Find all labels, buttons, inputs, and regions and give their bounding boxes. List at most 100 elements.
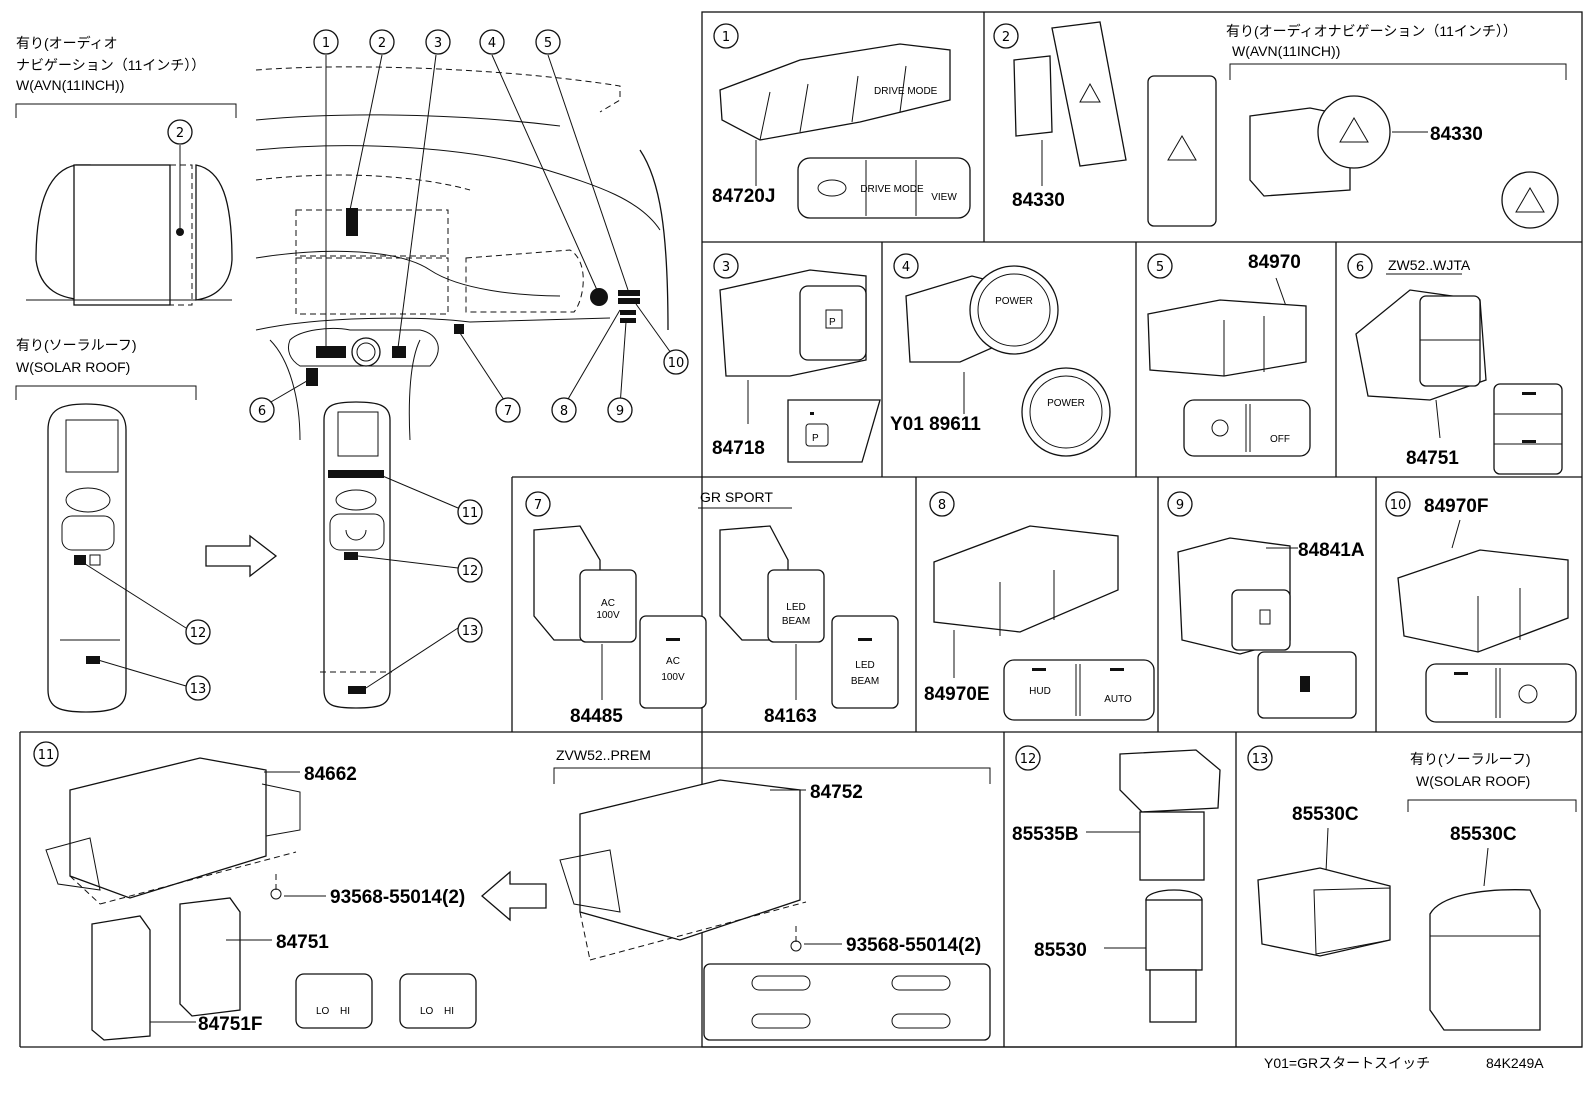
svg-text:13: 13: [1252, 752, 1269, 767]
callout-11: 11: [462, 506, 479, 521]
svg-text:100V: 100V: [661, 672, 685, 683]
svg-text:10: 10: [1390, 498, 1407, 513]
svg-text:POWER: POWER: [1047, 398, 1085, 409]
svg-text:9: 9: [1176, 498, 1184, 513]
part-85530C-a: 85530C: [1292, 804, 1359, 825]
svg-text:HI: HI: [444, 1006, 454, 1017]
callout-13: 13: [462, 624, 479, 639]
p6-note: ZW52..WJTA: [1388, 257, 1471, 273]
overview-callouts: 1 2 3 4 5 2 6 7 8 9 10 11 12 13 12 13: [167, 29, 689, 701]
callout-10: 10: [668, 356, 685, 371]
p13-note-jp: 有り(ソーラルーフ): [1410, 751, 1530, 767]
part-84485: 84485: [570, 706, 623, 727]
panel-1: 1 DRIVE MODE DRIVE MODE VIEW 84720J: [712, 23, 971, 219]
part-84970: 84970: [1248, 252, 1301, 273]
callout-7: 7: [504, 404, 512, 419]
svg-text:7: 7: [534, 498, 542, 513]
panel-grid: [19, 11, 1583, 1048]
svg-text:3: 3: [722, 260, 730, 275]
callout-3: 3: [434, 36, 442, 51]
callout-leaders: [263, 54, 677, 689]
callout-12: 12: [462, 564, 479, 579]
svg-text:DRIVE MODE: DRIVE MODE: [860, 184, 924, 195]
svg-text:BEAM: BEAM: [851, 676, 879, 687]
callout-2: 2: [378, 36, 386, 51]
svg-text:P: P: [829, 317, 836, 328]
svg-text:HUD: HUD: [1029, 686, 1051, 697]
diagram-code: 84K249A: [1486, 1055, 1544, 1071]
svg-text:VIEW: VIEW: [931, 192, 957, 203]
footer-note: Y01=GRスタートスイッチ: [1264, 1055, 1430, 1071]
part-84752: 84752: [810, 782, 863, 803]
callout-6: 6: [258, 404, 266, 419]
callout-5: 5: [544, 36, 552, 51]
panel-11: 11 84662 93568-55014(2) 84751 84751F LO …: [33, 741, 991, 1041]
part-84330-b: 84330: [1430, 124, 1483, 145]
part-84718: 84718: [712, 438, 765, 459]
part-84751-b: 84751: [276, 932, 329, 953]
panel-13: 13 有り(ソーラルーフ) W(SOLAR ROOF) 85530C 85530…: [1247, 745, 1577, 1031]
part-84662: 84662: [304, 764, 357, 785]
svg-text:LO: LO: [316, 1006, 330, 1017]
svg-text:6: 6: [1356, 260, 1364, 275]
callout-2-avn: 2: [176, 126, 184, 141]
solar-note-jp: 有り(ソーラルーフ): [16, 337, 136, 353]
panel-5: 5 84970 OFF: [1147, 252, 1311, 457]
svg-text:8: 8: [938, 498, 946, 513]
svg-text:100V: 100V: [596, 610, 620, 621]
part-85530: 85530: [1034, 940, 1087, 961]
part-84330-a: 84330: [1012, 190, 1065, 211]
svg-text:LED: LED: [855, 660, 874, 671]
screw-93568-a: 93568-55014(2): [330, 887, 465, 908]
svg-text:AUTO: AUTO: [1104, 694, 1132, 705]
part-84970E: 84970E: [924, 684, 990, 705]
p2-note-jp: 有り(オーディオナビゲーション（11インチ））: [1226, 23, 1517, 39]
panel-3: 3 P 84718 P: [712, 253, 881, 463]
avn-note-jp2: ナビゲーション（11インチ））: [16, 57, 205, 73]
solar-console-view: 有り(ソーラルーフ) W(SOLAR ROOF): [15, 337, 197, 713]
callout-12-solar: 12: [190, 626, 207, 641]
panel-12: 12 85535B 85530: [1012, 745, 1221, 1023]
p7-note: GR SPORT: [700, 489, 773, 505]
avn-note-jp: 有り(オーディオ: [16, 35, 118, 51]
callout-9: 9: [616, 404, 624, 419]
callout-1: 1: [322, 36, 330, 51]
svg-text:1: 1: [722, 30, 730, 45]
svg-text:12: 12: [1020, 752, 1037, 767]
svg-text:11: 11: [38, 748, 55, 763]
part-84751: 84751: [1406, 448, 1459, 469]
svg-text:POWER: POWER: [995, 296, 1033, 307]
svg-text:5: 5: [1156, 260, 1164, 275]
panel-6: 6 ZW52..WJTA 84751: [1347, 253, 1563, 475]
svg-text:HI: HI: [340, 1006, 350, 1017]
panel-2: 2 84330 有り(オーディオナビゲーション（11インチ）） W(AVN(11…: [993, 21, 1567, 229]
part-85535B: 85535B: [1012, 824, 1079, 845]
svg-text:AC: AC: [601, 598, 615, 609]
panel-4: 4 POWER Y01 89611 POWER: [890, 253, 1111, 457]
callout-4: 4: [488, 36, 496, 51]
svg-text:4: 4: [902, 260, 910, 275]
svg-text:AC: AC: [666, 656, 680, 667]
part-84970F: 84970F: [1424, 496, 1488, 517]
svg-text:LED: LED: [786, 602, 805, 613]
panel-9: 9 84841A: [1167, 491, 1365, 719]
svg-text:LO: LO: [420, 1006, 434, 1017]
part-84841A: 84841A: [1298, 540, 1365, 561]
arrow-left-icon: [481, 870, 547, 922]
p13-note-en: W(SOLAR ROOF): [1416, 773, 1530, 789]
part-85530C-b: 85530C: [1450, 824, 1517, 845]
svg-text:P: P: [812, 433, 819, 444]
svg-text:DRIVE MODE: DRIVE MODE: [874, 86, 938, 97]
callout-13-solar: 13: [190, 682, 207, 697]
avn-note-en: W(AVN(11INCH)): [16, 77, 124, 93]
panel-10: 10 84970F: [1385, 491, 1577, 723]
screw-93568-b: 93568-55014(2): [846, 935, 981, 956]
part-84720J: 84720J: [712, 186, 775, 207]
solar-note-en: W(SOLAR ROOF): [16, 359, 130, 375]
part-Y01-89611: Y01 89611: [890, 414, 981, 435]
svg-text:BEAM: BEAM: [782, 616, 810, 627]
p11-note: ZVW52..PREM: [556, 747, 651, 763]
arrow-right-icon: [205, 534, 278, 578]
svg-text:OFF: OFF: [1270, 434, 1290, 445]
